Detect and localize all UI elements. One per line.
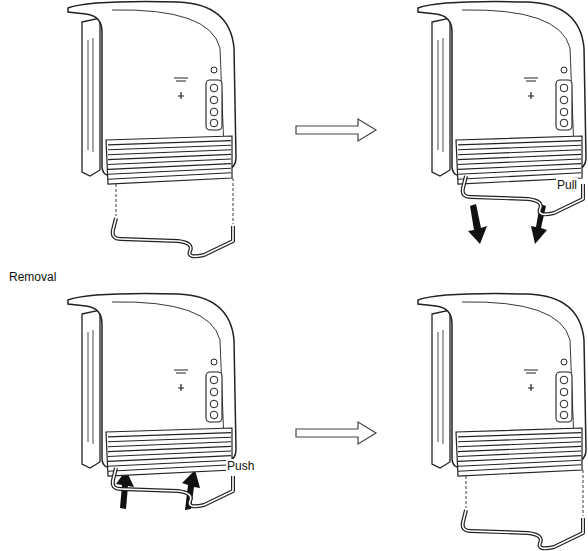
- heater-view: [68, 294, 236, 507]
- grille: [106, 428, 232, 476]
- indicator: [211, 67, 217, 73]
- control-button: [210, 119, 218, 127]
- control-button: [560, 376, 568, 384]
- grille-slat: [458, 451, 581, 457]
- grille-slat: [458, 437, 581, 442]
- wall-bracket: [82, 310, 100, 468]
- indicator: [561, 67, 567, 73]
- body-seam: [462, 302, 574, 442]
- towel-rail: [463, 510, 583, 548]
- control-button: [560, 84, 568, 92]
- grille-slat: [458, 442, 581, 447]
- wall-bracket: [432, 310, 450, 468]
- control-panel: [206, 80, 222, 130]
- control-button: [210, 108, 218, 116]
- grille-slat: [108, 433, 231, 437]
- guide-line: [466, 470, 583, 516]
- towel-rail: [463, 176, 583, 214]
- grille-slat: [108, 154, 231, 159]
- step-label: Push: [226, 459, 255, 473]
- towel-rail-highlight: [113, 218, 233, 256]
- heater-view: [68, 2, 236, 257]
- grille-slat: [458, 164, 581, 170]
- grille-slat: [108, 451, 231, 457]
- body-seam: [112, 302, 224, 442]
- grille-slat: [108, 465, 231, 471]
- control-button: [560, 119, 568, 127]
- bracket-slot: [88, 330, 93, 444]
- control-button: [210, 96, 218, 104]
- logo-mark: [174, 370, 188, 391]
- step-label: Removal: [8, 270, 57, 284]
- grille-slat: [108, 145, 231, 150]
- grille: [456, 136, 582, 184]
- indicator: [211, 359, 217, 365]
- body-seam: [112, 10, 224, 150]
- pull-arrow: [468, 204, 487, 244]
- control-panel: [206, 372, 222, 422]
- heater-view: [418, 294, 586, 549]
- towel-rail-highlight: [113, 468, 233, 506]
- towel-rail: [113, 468, 233, 506]
- grille-slat: [458, 465, 581, 471]
- logo-mark: [524, 78, 538, 99]
- grille-slat: [108, 173, 231, 179]
- step-arrow: [296, 422, 376, 444]
- indicator: [561, 359, 567, 365]
- towel-rail: [113, 218, 233, 256]
- grille-slat: [108, 159, 231, 165]
- control-button: [210, 411, 218, 419]
- grille-slat: [458, 159, 581, 165]
- grille: [456, 428, 582, 476]
- grille-slat: [108, 141, 231, 145]
- grille-slat: [458, 145, 581, 150]
- grille-slat: [108, 164, 231, 170]
- grille-slat: [108, 150, 231, 155]
- grille-slat: [458, 456, 581, 462]
- wall-bracket: [82, 18, 100, 176]
- wall-bracket: [432, 18, 450, 176]
- body-seam: [462, 10, 574, 150]
- control-button: [210, 376, 218, 384]
- control-button: [560, 400, 568, 408]
- bracket-slot: [438, 330, 443, 444]
- control-button: [210, 388, 218, 396]
- control-button: [210, 84, 218, 92]
- heater-view: [418, 2, 586, 215]
- step-arrow: [296, 119, 376, 141]
- control-button: [560, 411, 568, 419]
- grille-slat: [458, 150, 581, 155]
- towel-rail-highlight: [463, 176, 583, 214]
- control-button: [560, 388, 568, 396]
- control-button: [210, 400, 218, 408]
- grille-slat: [458, 154, 581, 159]
- grille-slat: [108, 456, 231, 462]
- grille-slat: [108, 446, 231, 451]
- grille: [106, 136, 232, 184]
- logo-mark: [174, 78, 188, 99]
- guide-line: [116, 178, 233, 224]
- control-button: [560, 108, 568, 116]
- control-panel: [556, 372, 572, 422]
- bracket-slot: [438, 38, 443, 152]
- bracket-slot: [88, 38, 93, 152]
- towel-rail-highlight: [463, 510, 583, 548]
- grille-slat: [108, 437, 231, 442]
- control-button: [560, 96, 568, 104]
- grille-slat: [108, 442, 231, 447]
- grille-slat: [458, 446, 581, 451]
- grille-slat: [458, 141, 581, 145]
- grille-slat: [458, 433, 581, 437]
- control-panel: [556, 80, 572, 130]
- step-label: Pull: [556, 178, 578, 192]
- logo-mark: [524, 370, 538, 391]
